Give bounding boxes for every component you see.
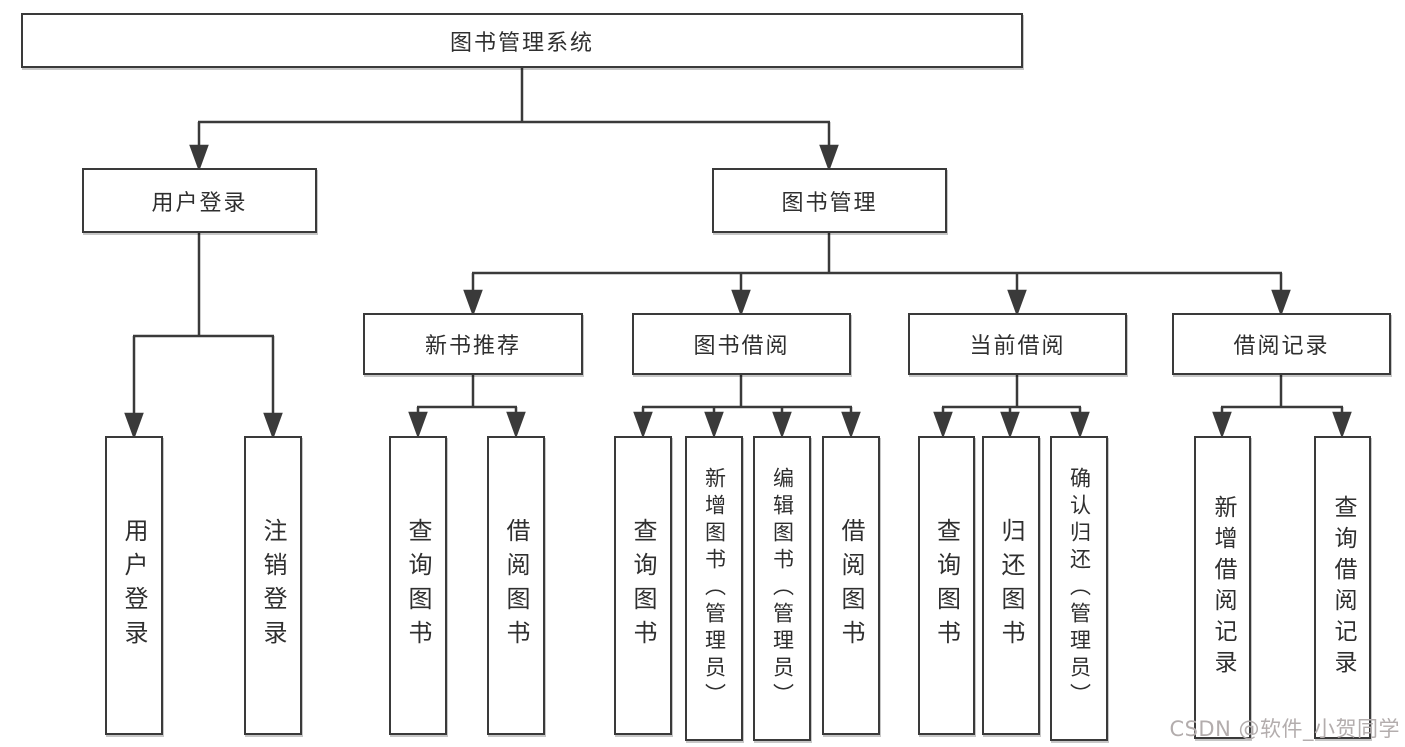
node-book-mgmt-label: 图书管理 xyxy=(781,190,878,216)
leaf-user-login-label: 用户登录 xyxy=(120,517,148,654)
node-user-login: 用户登录 xyxy=(82,168,317,233)
leaf-confirm-return-admin-label: 确认归还（管理员） xyxy=(1067,467,1092,710)
node-user-login-label: 用户登录 xyxy=(151,190,248,216)
leaf-borrow-books-rec-label: 借阅图书 xyxy=(502,517,530,654)
leaf-add-borrow-record-label: 新增借阅记录 xyxy=(1210,494,1236,681)
connector-book-borrow-to-leaves xyxy=(633,375,861,439)
leaf-logout: 注销登录 xyxy=(244,436,302,735)
watermark-text: CSDN @软件_小贺同学 xyxy=(1169,717,1400,741)
leaf-borrow-books-rec: 借阅图书 xyxy=(487,436,545,735)
node-new-book-rec-label: 新书推荐 xyxy=(424,334,521,359)
node-borrow-records: 借阅记录 xyxy=(1172,313,1391,375)
leaf-return-book-label: 归还图书 xyxy=(997,517,1025,654)
connector-borrow-records-to-leaves xyxy=(1212,375,1352,439)
leaf-logout-label: 注销登录 xyxy=(259,517,287,654)
connector-user-login-to-leaves xyxy=(124,233,283,440)
node-new-book-rec: 新书推荐 xyxy=(363,313,583,375)
connector-book-mgmt-to-level3 xyxy=(463,233,1291,317)
leaf-query-books-rec-label: 查询图书 xyxy=(404,517,432,654)
node-root-label: 图书管理系统 xyxy=(449,30,594,56)
leaf-query-books-current-label: 查询图书 xyxy=(932,517,961,654)
leaf-add-book-admin: 新增图书（管理员） xyxy=(685,436,743,741)
node-book-borrow: 图书借阅 xyxy=(632,313,851,375)
leaf-query-borrow-record: 查询借阅记录 xyxy=(1314,436,1371,739)
leaf-query-books-borrow: 查询图书 xyxy=(614,436,672,735)
node-current-borrow: 当前借阅 xyxy=(908,313,1127,375)
connector-root-to-level2 xyxy=(189,68,839,172)
node-current-borrow-label: 当前借阅 xyxy=(969,334,1066,359)
leaf-edit-book-admin: 编辑图书（管理员） xyxy=(753,436,811,741)
leaf-edit-book-admin-label: 编辑图书（管理员） xyxy=(770,467,795,710)
leaf-query-books-current: 查询图书 xyxy=(918,436,975,735)
node-book-mgmt: 图书管理 xyxy=(712,168,947,233)
leaf-add-borrow-record: 新增借阅记录 xyxy=(1194,436,1251,739)
leaf-borrow-books: 借阅图书 xyxy=(822,436,880,735)
connector-new-book-rec-to-leaves xyxy=(408,375,526,439)
leaf-return-book: 归还图书 xyxy=(982,436,1040,735)
leaf-add-book-admin-label: 新增图书（管理员） xyxy=(702,467,727,710)
node-borrow-records-label: 借阅记录 xyxy=(1233,334,1330,359)
node-root: 图书管理系统 xyxy=(21,13,1023,68)
leaf-borrow-books-label: 借阅图书 xyxy=(837,517,865,654)
leaf-query-books-borrow-label: 查询图书 xyxy=(629,517,657,654)
connector-current-borrow-to-leaves xyxy=(933,375,1090,439)
leaf-user-login: 用户登录 xyxy=(105,436,163,735)
leaf-query-borrow-record-label: 查询借阅记录 xyxy=(1330,494,1356,681)
leaf-confirm-return-admin: 确认归还（管理员） xyxy=(1050,436,1108,741)
node-book-borrow-label: 图书借阅 xyxy=(693,334,790,359)
leaf-query-books-rec: 查询图书 xyxy=(389,436,447,735)
